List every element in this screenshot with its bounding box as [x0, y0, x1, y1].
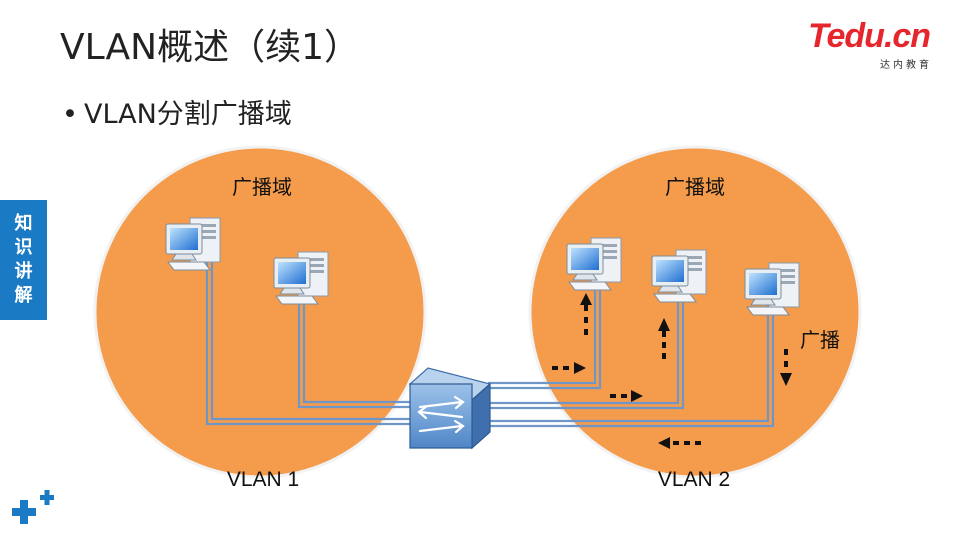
switch-icon — [408, 367, 492, 450]
arrow-icon — [580, 293, 592, 335]
broadcast-label: 广播 — [800, 328, 840, 352]
side-tab-knowledge[interactable]: 知 识 讲 解 — [0, 200, 47, 320]
pc-icon — [744, 262, 800, 316]
arrow-icon — [610, 390, 643, 402]
vlan-label-left: VLAN 1 — [227, 468, 299, 491]
vlan-label-right: VLAN 2 — [658, 468, 730, 491]
side-tab-char: 知 — [14, 213, 33, 234]
network-links — [205, 262, 775, 428]
arrow-icon — [658, 318, 670, 359]
logo: Tedu.cn 达内教育 — [808, 17, 938, 71]
side-tab-char: 讲 — [14, 261, 33, 282]
bullet-item: •VLAN分割广播域 — [62, 92, 292, 131]
side-tab-char: 识 — [14, 237, 33, 258]
page-title: VLAN概述（续1） — [60, 27, 360, 68]
arrow-icon — [780, 349, 792, 386]
arrow-icon — [552, 362, 586, 374]
domain-label-left: 广播域 — [232, 175, 292, 199]
plus-icon — [12, 490, 54, 524]
pc-icon — [165, 217, 221, 271]
bullet-dot: • — [62, 99, 78, 130]
logo-subtitle: 达内教育 — [880, 60, 932, 71]
side-tab-char: 解 — [14, 285, 33, 306]
broadcast-arrows — [552, 293, 792, 449]
pc-icon — [651, 249, 707, 303]
pc-icon — [566, 237, 622, 291]
pc-icon — [273, 251, 329, 305]
domain-label-right: 广播域 — [665, 175, 725, 199]
arrow-icon — [658, 437, 701, 449]
bullet-text: VLAN分割广播域 — [84, 99, 292, 130]
logo-mark: Tedu.cn — [808, 17, 931, 55]
